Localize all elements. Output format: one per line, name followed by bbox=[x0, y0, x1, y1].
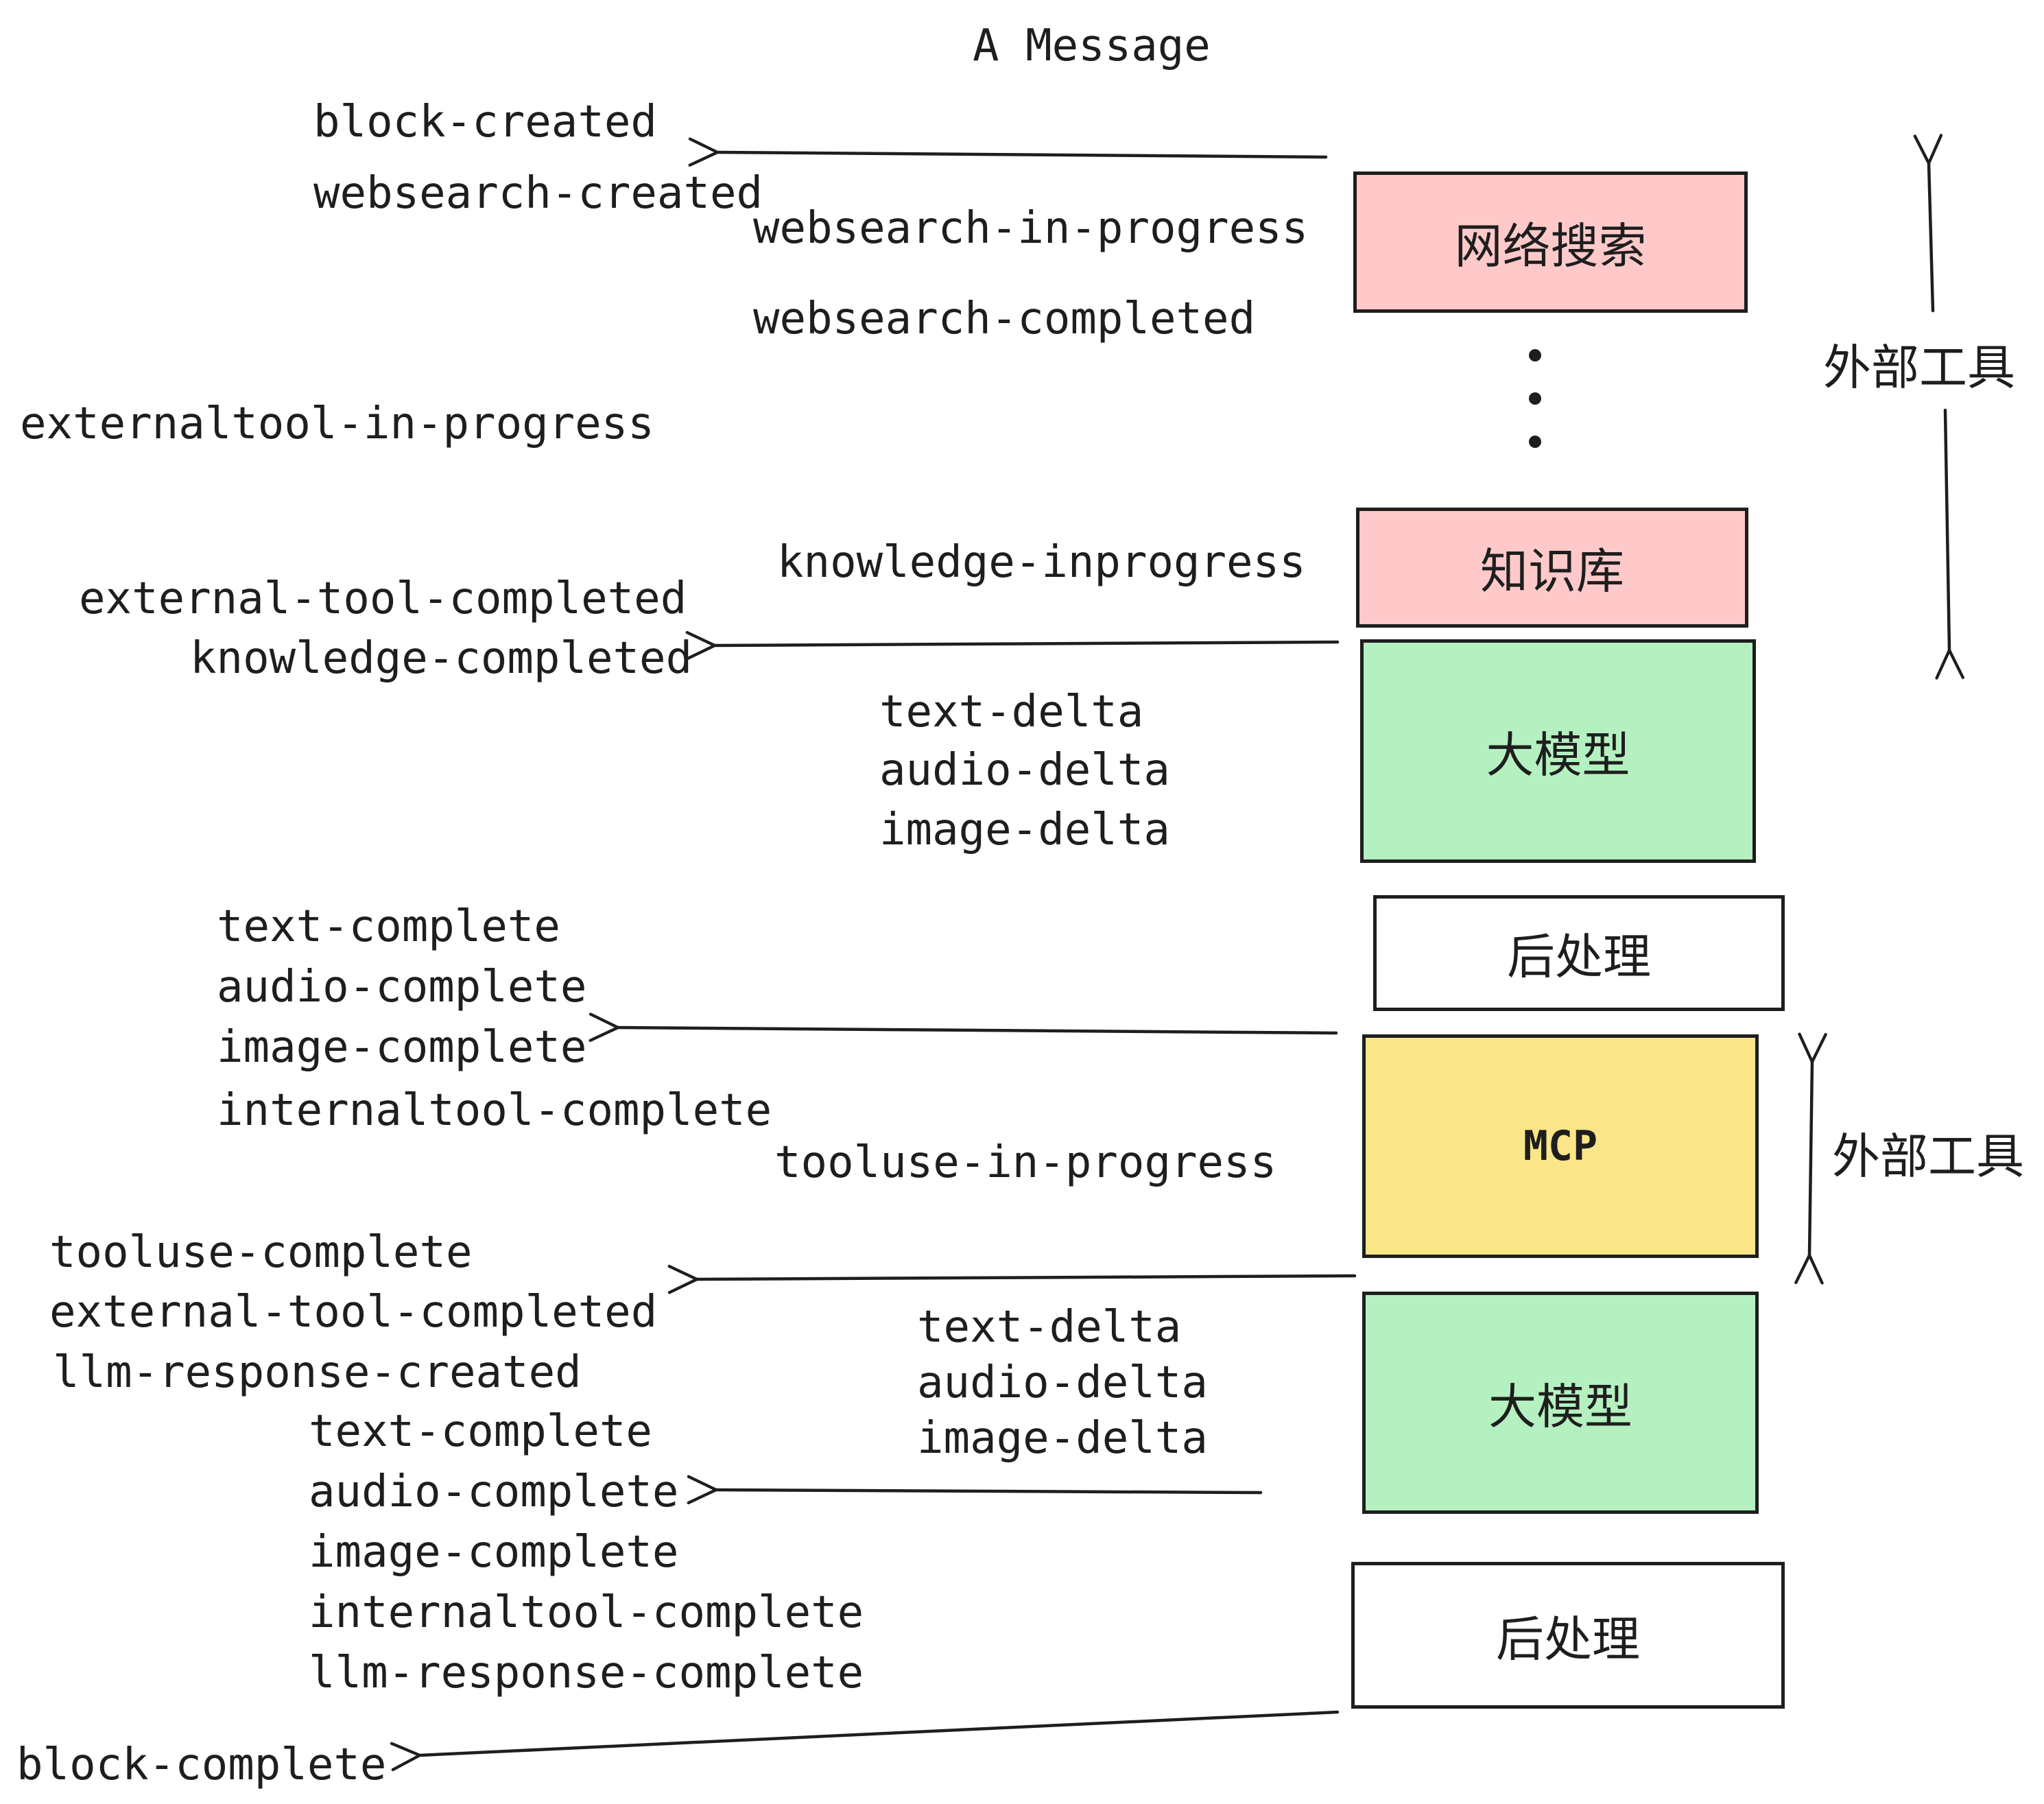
event-label-websearch-in-progress: websearch-in-progress bbox=[753, 203, 1309, 254]
box-llm-1-label: 大模型 bbox=[1486, 728, 1630, 782]
event-label-audio-complete-2: audio-complete bbox=[309, 1467, 679, 1517]
box-mcp: MCP bbox=[1362, 1034, 1759, 1258]
event-label-tooluse-complete: tooluse-complete bbox=[49, 1227, 473, 1278]
arrow-to-block-created bbox=[688, 137, 1328, 167]
box-llm-1: 大模型 bbox=[1360, 639, 1756, 863]
arrow-external-tools-down bbox=[1935, 408, 1964, 680]
event-label-block-created: block-created bbox=[313, 97, 657, 147]
event-label-text-complete-2: text-complete bbox=[309, 1406, 652, 1457]
event-label-image-delta-1: image-delta bbox=[879, 805, 1170, 855]
event-label-internaltool-complete-1: internaltool-complete bbox=[217, 1085, 772, 1136]
side-label-external-tools-mcp: 外部工具 bbox=[1832, 1130, 2024, 1183]
event-label-websearch-completed: websearch-completed bbox=[753, 294, 1256, 344]
box-websearch-label: 网络搜索 bbox=[1454, 219, 1647, 273]
event-label-tooluse-in-progress: tooluse-in-progress bbox=[774, 1137, 1277, 1188]
event-label-knowledge-inprogress: knowledge-inprogress bbox=[777, 537, 1306, 588]
ellipsis-dots bbox=[1529, 349, 1541, 448]
event-label-image-complete-1: image-complete bbox=[217, 1022, 587, 1073]
event-label-audio-delta-1: audio-delta bbox=[879, 745, 1170, 796]
box-postprocess-2-label: 后处理 bbox=[1496, 1612, 1640, 1666]
event-label-image-delta-2: image-delta bbox=[917, 1413, 1208, 1464]
event-label-text-delta-2: text-delta bbox=[917, 1302, 1182, 1353]
event-label-text-complete-1: text-complete bbox=[217, 901, 560, 952]
event-label-external-tool-completed-2: external-tool-completed bbox=[49, 1287, 658, 1338]
event-label-websearch-created: websearch-created bbox=[313, 168, 763, 219]
arrow-external-tools-mcp-bidirectional bbox=[1794, 1032, 1827, 1285]
event-label-knowledge-completed: knowledge-completed bbox=[190, 633, 693, 684]
arrow-to-block-complete bbox=[390, 1710, 1340, 1772]
box-llm-2-label: 大模型 bbox=[1488, 1379, 1632, 1434]
event-label-block-complete: block-complete bbox=[16, 1740, 387, 1790]
box-llm-2: 大模型 bbox=[1362, 1292, 1759, 1514]
event-label-image-complete-2: image-complete bbox=[309, 1527, 679, 1578]
box-postprocess-1: 后处理 bbox=[1373, 895, 1785, 1011]
event-label-external-tool-completed-1: external-tool-completed bbox=[79, 573, 687, 624]
event-label-llm-response-created: llm-response-created bbox=[53, 1347, 582, 1398]
arrow-to-audio-complete bbox=[687, 1475, 1263, 1505]
event-label-internaltool-complete-2: internaltool-complete bbox=[309, 1587, 864, 1638]
arrow-to-knowledge-completed bbox=[685, 630, 1340, 661]
event-label-audio-complete-1: audio-complete bbox=[217, 962, 587, 1012]
side-label-external-tools-top: 外部工具 bbox=[1823, 341, 2015, 394]
event-label-llm-response-complete: llm-response-complete bbox=[309, 1648, 864, 1698]
event-label-audio-delta-2: audio-delta bbox=[917, 1357, 1208, 1408]
box-mcp-label: MCP bbox=[1523, 1122, 1598, 1170]
diagram-title: A Message bbox=[973, 21, 1211, 71]
box-knowledge-label: 知识库 bbox=[1480, 545, 1624, 598]
box-postprocess-2: 后处理 bbox=[1351, 1562, 1785, 1709]
arrow-to-image-complete bbox=[589, 1012, 1338, 1042]
arrow-to-tooluse-complete bbox=[667, 1264, 1357, 1294]
event-label-text-delta-1: text-delta bbox=[879, 687, 1144, 737]
box-knowledge: 知识库 bbox=[1356, 508, 1748, 628]
box-websearch: 网络搜索 bbox=[1353, 171, 1748, 313]
event-label-externaltool-in-progress: externaltool-in-progress bbox=[20, 399, 654, 449]
arrow-external-tools-up bbox=[1913, 134, 1943, 313]
box-postprocess-1-label: 后处理 bbox=[1507, 930, 1651, 984]
